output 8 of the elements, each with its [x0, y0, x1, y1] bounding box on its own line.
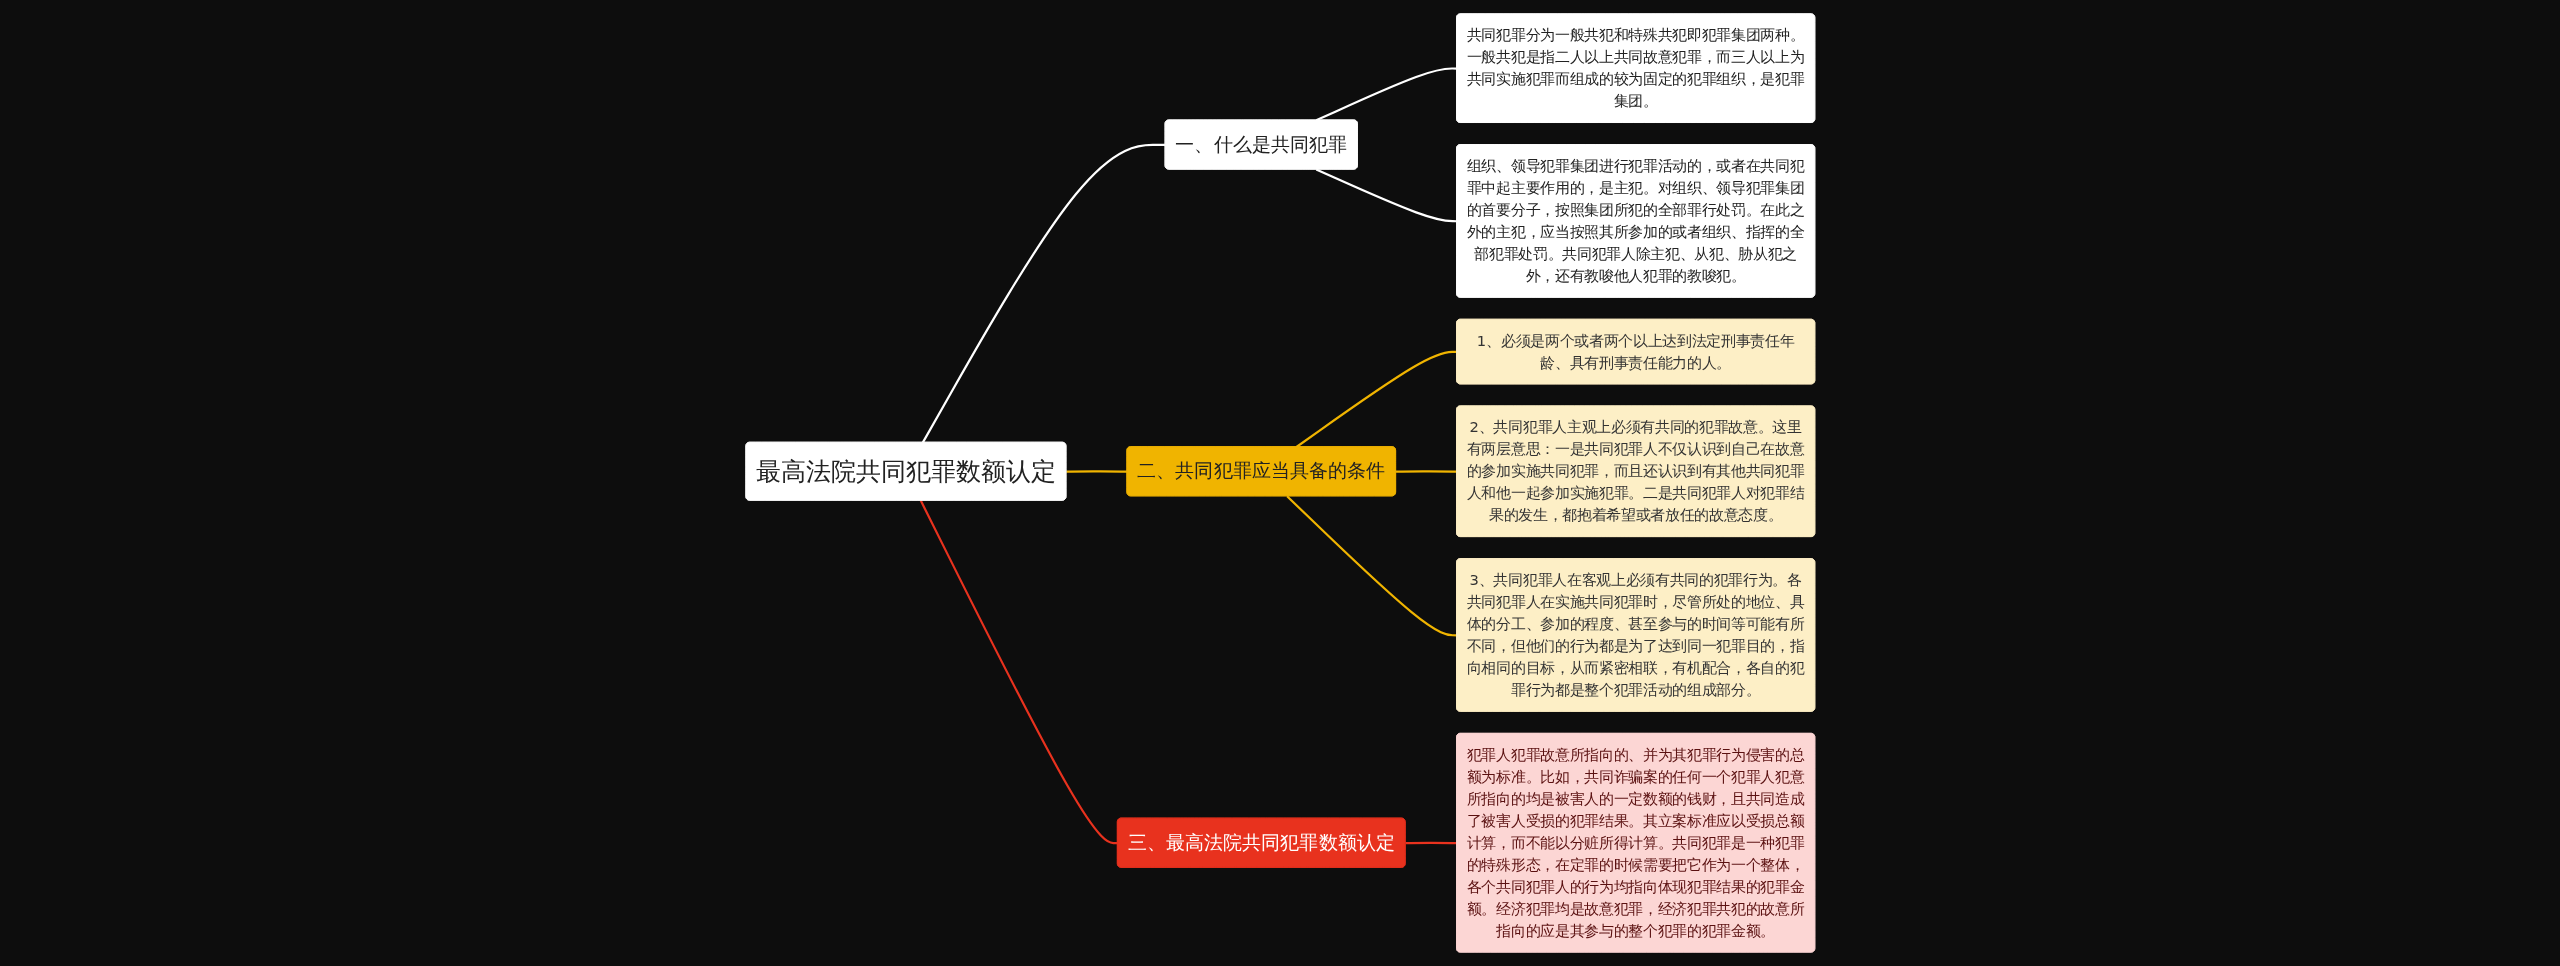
connector — [919, 500, 1118, 845]
connector — [1395, 470, 1457, 473]
connector — [1295, 350, 1457, 448]
connector — [1065, 470, 1127, 473]
connector — [921, 143, 1166, 444]
connector — [1315, 168, 1457, 223]
connector — [1405, 841, 1457, 845]
connector — [1286, 495, 1457, 637]
